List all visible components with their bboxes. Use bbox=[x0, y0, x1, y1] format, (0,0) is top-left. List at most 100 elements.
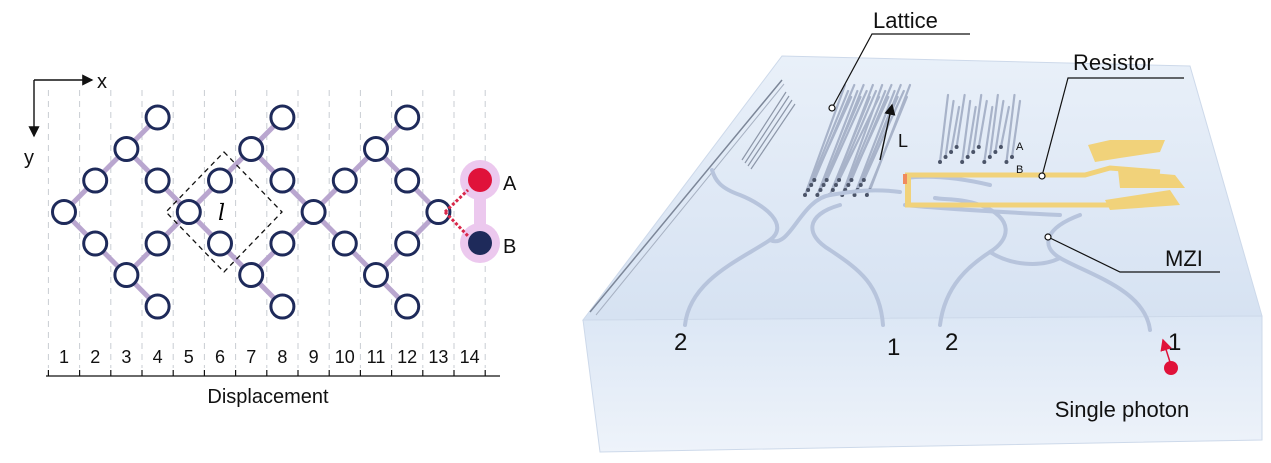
waveguide-end bbox=[815, 193, 820, 197]
chip-front-face bbox=[582, 315, 1263, 453]
column-number: 3 bbox=[121, 347, 131, 367]
lattice-waveguide bbox=[803, 83, 847, 197]
lattice-waveguide bbox=[850, 83, 893, 182]
lattice-waveguide-bundle-1 bbox=[803, 83, 912, 197]
waveguide-end bbox=[949, 150, 954, 154]
waveguide-end bbox=[852, 193, 857, 197]
column-number: 1 bbox=[59, 347, 69, 367]
waveguide-paths bbox=[683, 168, 1152, 332]
photon-arrow bbox=[1160, 338, 1172, 363]
mzi-label: MZI bbox=[1165, 246, 1203, 271]
fanin-waveguides bbox=[741, 91, 796, 170]
length-label: L bbox=[898, 131, 908, 151]
chip-edge-line-2 bbox=[595, 83, 785, 316]
lattice-waveguide bbox=[944, 99, 955, 159]
lattice-waveguide-bundle-2 bbox=[938, 93, 1022, 164]
lattice-node bbox=[269, 104, 296, 131]
waveguide-end bbox=[821, 183, 826, 187]
photonic-chip-panel: Lattice Resistor MZI L A B 2 1 2 1 Singl… bbox=[581, 8, 1263, 453]
resistor-electrodes bbox=[903, 140, 1185, 210]
lattice-waveguide bbox=[859, 83, 902, 187]
lattice-node bbox=[144, 230, 171, 257]
port-link-halo bbox=[474, 180, 486, 243]
lattice-node bbox=[82, 230, 109, 257]
lattice-node bbox=[144, 104, 171, 131]
port-a-node bbox=[468, 168, 492, 192]
waveguide-end bbox=[982, 160, 987, 164]
column-number: 6 bbox=[215, 347, 225, 367]
resistor-leader bbox=[1041, 77, 1184, 177]
single-photon-dot bbox=[1164, 361, 1178, 375]
port-number-3: 2 bbox=[945, 329, 958, 356]
lattice-node bbox=[363, 262, 389, 288]
waveguide-end bbox=[864, 193, 869, 197]
port-b-node bbox=[468, 231, 492, 255]
chip-edge-line bbox=[589, 79, 783, 313]
column-number: 7 bbox=[246, 347, 256, 367]
lattice-leader-dot bbox=[828, 104, 836, 112]
waveguide-right-outer bbox=[1046, 213, 1152, 332]
lattice-waveguide bbox=[806, 89, 850, 192]
waveguide-end bbox=[965, 155, 970, 159]
waveguide-end bbox=[954, 145, 959, 149]
lattice-node bbox=[113, 262, 140, 288]
lattice-waveguide bbox=[938, 93, 950, 164]
lattice-waveguide bbox=[988, 93, 999, 159]
lattice-node bbox=[331, 167, 358, 194]
unit-cell-diamond bbox=[165, 151, 283, 273]
port-number-1: 2 bbox=[674, 329, 687, 356]
column-number: 5 bbox=[184, 347, 194, 367]
lattice-node bbox=[300, 199, 327, 225]
displacement-title: Displacement bbox=[207, 386, 329, 408]
lattice-node bbox=[51, 199, 77, 225]
lattice-leader bbox=[831, 33, 970, 109]
column-number: 11 bbox=[367, 347, 386, 367]
lattice-node bbox=[144, 167, 171, 194]
lattice-node bbox=[331, 230, 358, 257]
lattice-waveguide bbox=[999, 105, 1011, 149]
lattice-port-a-label: A bbox=[1016, 141, 1024, 153]
lattice-node bbox=[269, 293, 296, 320]
waveguide-end bbox=[833, 183, 838, 187]
waveguide-right-inner bbox=[933, 196, 1008, 327]
column-number: 9 bbox=[309, 347, 319, 367]
lattice-node bbox=[394, 104, 421, 131]
lattice-node bbox=[394, 293, 421, 320]
column-number: 2 bbox=[90, 347, 100, 367]
lattice-waveguide bbox=[983, 105, 994, 164]
y-axis-label: y bbox=[24, 147, 34, 169]
resistor-leader-dot bbox=[1038, 172, 1046, 180]
column-number: 12 bbox=[397, 347, 417, 367]
lattice-waveguide bbox=[831, 83, 874, 192]
lattice-waveguide bbox=[994, 99, 1005, 154]
waveguide-end bbox=[938, 160, 942, 164]
column-number: 4 bbox=[153, 347, 163, 367]
waveguide-end bbox=[960, 160, 965, 164]
waveguide-end bbox=[846, 183, 851, 187]
lattice-waveguide bbox=[955, 93, 966, 149]
lattice-waveguide bbox=[1005, 93, 1016, 164]
lattice-node bbox=[269, 167, 296, 194]
lattice-node bbox=[207, 230, 233, 257]
port-number-4: 1 bbox=[1168, 329, 1181, 356]
lattice-waveguide bbox=[1010, 99, 1022, 159]
lattice-node bbox=[113, 136, 140, 162]
lattice-waveguide bbox=[816, 89, 859, 197]
lattice-waveguide bbox=[966, 105, 977, 159]
lattice-node bbox=[394, 230, 421, 257]
single-photon-label: Single photon bbox=[1055, 397, 1190, 422]
mzi-leader bbox=[1047, 236, 1220, 273]
waveguide-end bbox=[943, 155, 948, 159]
lattice-waveguide bbox=[825, 89, 868, 182]
port-a-label: A bbox=[503, 173, 517, 195]
lattice-waveguide bbox=[977, 99, 988, 149]
lattice-label: Lattice bbox=[873, 8, 938, 33]
coupling-b bbox=[443, 210, 470, 238]
lattice-waveguide bbox=[862, 89, 905, 182]
waveguide-end bbox=[849, 178, 854, 182]
waveguide-left-inner bbox=[810, 203, 885, 327]
waveguide-end bbox=[976, 145, 981, 149]
